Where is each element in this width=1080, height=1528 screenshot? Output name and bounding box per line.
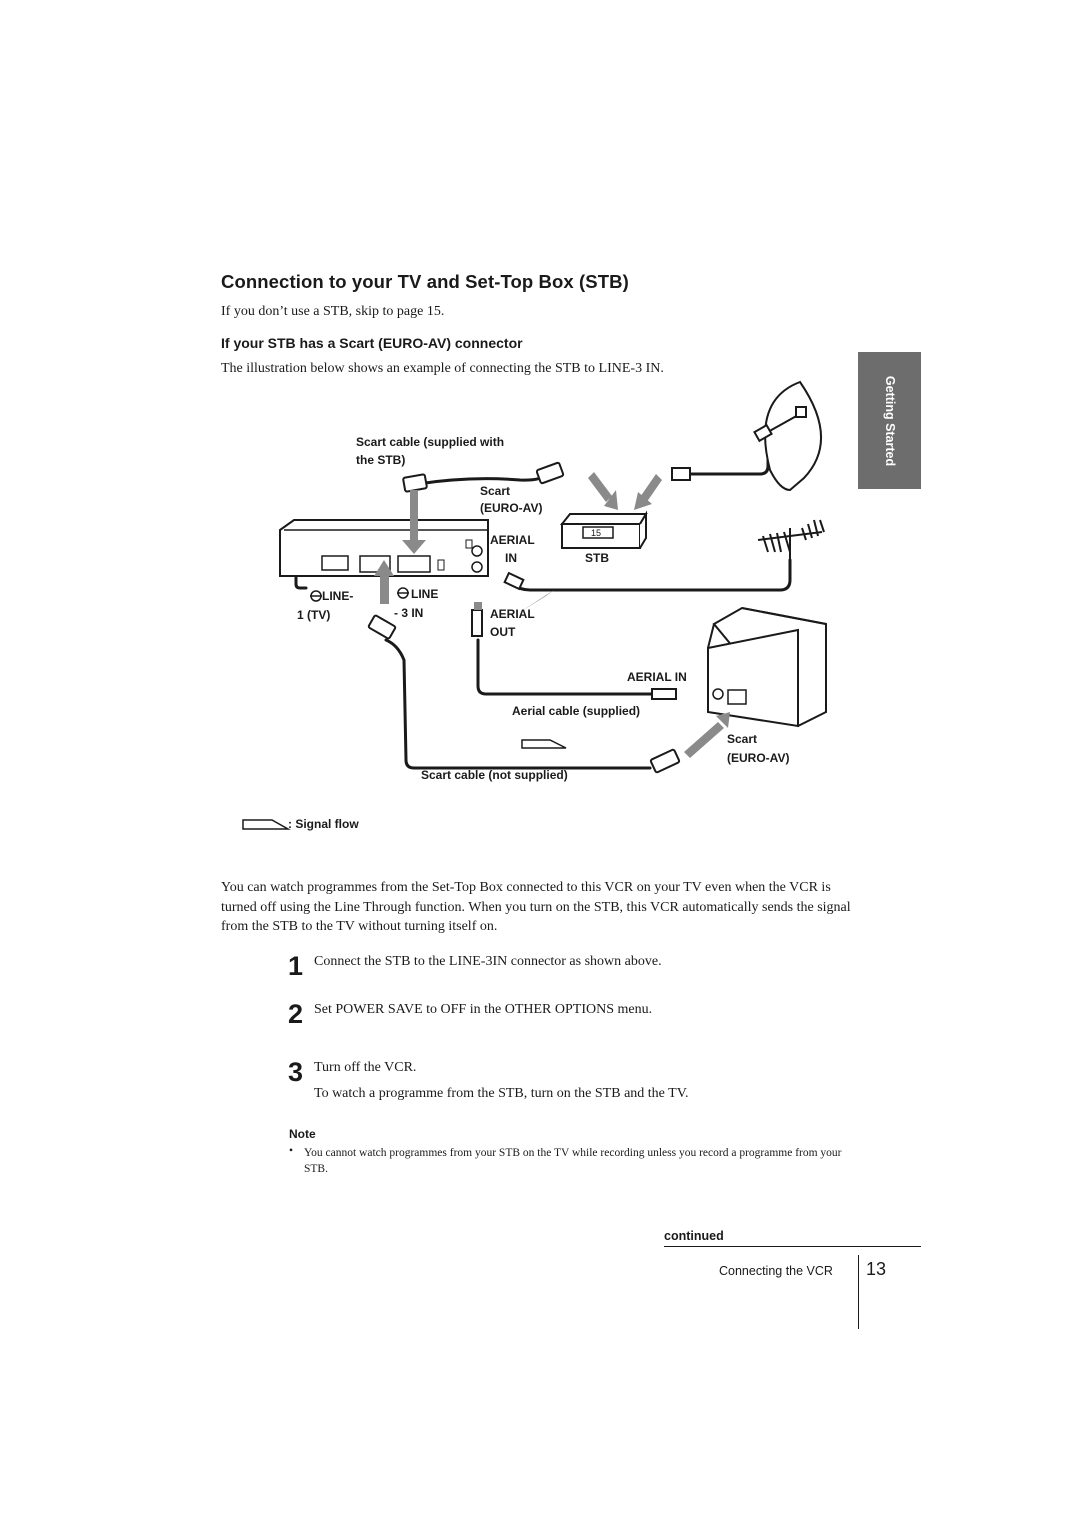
signal-flow-legend: : Signal flow xyxy=(288,817,359,831)
line1-label-2: 1 (TV) xyxy=(297,608,330,622)
vcr-rear-panel-icon xyxy=(279,519,489,577)
stb-box-icon xyxy=(559,510,648,549)
line3-label: LINE xyxy=(411,587,438,601)
intro-text: The illustration below shows an example … xyxy=(221,361,664,376)
step-2-number: 2 xyxy=(288,999,304,1029)
step-3-text: Turn off the VCR. xyxy=(314,1060,417,1075)
step-3-subtext: To watch a programme from the STB, turn … xyxy=(314,1086,689,1101)
signal-flow-arrow-icon xyxy=(521,739,567,749)
connection-diagram: 15 xyxy=(242,380,827,831)
aerial-cable-label: Aerial cable (supplied) xyxy=(512,704,640,718)
scart-cable-supplied-label-2: the STB) xyxy=(356,453,405,467)
step-1-number: 1 xyxy=(288,951,304,981)
note-heading: Note xyxy=(289,1127,316,1141)
tv-set-icon xyxy=(707,606,827,728)
line3-label-2: - 3 IN xyxy=(394,606,423,620)
tv-scart-label-2: (EURO-AV) xyxy=(727,751,789,765)
body-paragraph: You can watch programmes from the Set-To… xyxy=(221,880,851,934)
connection-arrows-icon xyxy=(374,472,730,758)
vcr-foot-cable xyxy=(294,562,308,590)
scart-not-supplied-label: Scart cable (not supplied) xyxy=(421,768,568,782)
section-subheading: If your STB has a Scart (EURO-AV) connec… xyxy=(221,335,523,351)
scart-plug-icon xyxy=(367,461,681,774)
note-bullet: • xyxy=(289,1145,294,1157)
antenna-cable xyxy=(510,558,792,592)
step-3-number: 3 xyxy=(288,1057,304,1087)
aerial-plug-icon xyxy=(471,571,677,700)
step-1-text: Connect the STB to the LINE-3IN connecto… xyxy=(314,954,662,969)
skip-note: If you don’t use a STB, skip to page 15. xyxy=(221,304,445,319)
stb-display-readout: 15 xyxy=(591,528,601,538)
continued-label: continued xyxy=(664,1229,724,1243)
tv-scart-label: Scart xyxy=(727,732,757,746)
scart-not-supplied-cable xyxy=(384,638,652,770)
step-2-text: Set POWER SAVE to OFF in the OTHER OPTIO… xyxy=(314,1002,653,1017)
scart-cable-supplied-label: Scart cable (supplied with xyxy=(356,435,504,449)
line-input-icon xyxy=(310,587,409,602)
satellite-dish-icon xyxy=(753,380,823,492)
page-number: 13 xyxy=(866,1259,887,1279)
aerial-out-label-2: OUT xyxy=(490,625,516,639)
note-text: You cannot watch programmes from your ST… xyxy=(304,1147,842,1175)
dish-connector-icon xyxy=(671,467,691,481)
aerial-out-cable xyxy=(476,638,654,696)
aerial-out-label: AERIAL xyxy=(490,607,535,621)
signal-flow-legend-icon xyxy=(242,819,291,830)
scart-cable-loop xyxy=(416,472,550,486)
stb-label: STB xyxy=(585,551,609,565)
footer-divider xyxy=(858,1255,859,1329)
footer-section-title: Connecting the VCR xyxy=(719,1264,833,1278)
page-title: Connection to your TV and Set-Top Box (S… xyxy=(221,271,629,292)
stb-scart-label-2: (EURO-AV) xyxy=(480,501,542,515)
line1-label: LINE- xyxy=(322,589,353,603)
stb-scart-label: Scart xyxy=(480,484,510,498)
tv-aerial-in-label: AERIAL IN xyxy=(627,670,687,684)
aerial-in-label-2: IN xyxy=(505,551,517,565)
antenna-icon xyxy=(757,519,825,560)
footer-rule xyxy=(664,1246,921,1247)
side-tab: Getting Started xyxy=(858,352,921,489)
aerial-in-label: AERIAL xyxy=(490,533,535,547)
